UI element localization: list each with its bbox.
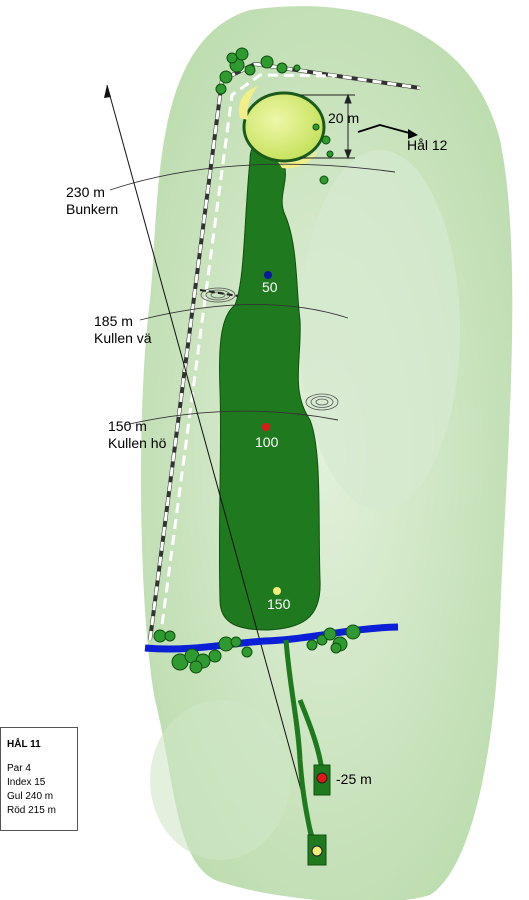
green-bunker — [239, 86, 258, 120]
fairway — [218, 142, 321, 631]
red-tee-label: -25 m — [336, 771, 372, 787]
bunker-name-label: Bunkern — [66, 201, 118, 217]
tree-cluster — [215, 47, 334, 185]
next-hole-label: Hål 12 — [407, 137, 448, 153]
hole-yellow-length: Gul 240 m — [7, 791, 54, 802]
distance-arc-185 — [139, 304, 349, 321]
rough-patch — [300, 150, 460, 510]
marker-50-dot — [264, 271, 272, 279]
green-bunker — [278, 150, 318, 169]
cart-path — [297, 699, 325, 771]
next-hole-arrowhead — [408, 129, 418, 139]
marker-100-dot — [262, 423, 270, 431]
bunker-distance-label: 230 m — [66, 184, 105, 200]
distance-arc-230 — [109, 163, 396, 191]
marker-100-label: 100 — [255, 434, 279, 450]
hole-index: Index 15 — [7, 777, 46, 788]
distance-arc-150 — [124, 410, 339, 426]
hill-right-name-label: Kullen hö — [108, 435, 167, 451]
green-depth-label: 20 m — [328, 110, 359, 126]
tee-marker-red — [316, 772, 328, 784]
marker-150-label: 150 — [267, 596, 291, 612]
next-hole-arrow — [357, 124, 414, 135]
putting-green — [242, 91, 326, 163]
tree-cluster — [153, 624, 361, 674]
cart-path — [283, 639, 315, 841]
aim-arrowhead — [104, 85, 111, 98]
hill-left-distance-label: 185 m — [94, 313, 133, 329]
marker-150-dot — [273, 587, 281, 595]
rough-patch — [150, 700, 290, 860]
hill-left-name-label: Kullen vä — [94, 330, 152, 346]
hill-marker-dash — [199, 289, 239, 297]
marker-50-label: 50 — [262, 279, 278, 295]
green-depth-measure — [300, 93, 355, 160]
hole-red-length: Röd 215 m — [7, 805, 56, 816]
hole-info-box: HÅL 11 Par 4 Index 15 Gul 240 m Röd 215 … — [0, 727, 78, 831]
aim-line — [106, 84, 318, 849]
hill-right — [305, 393, 339, 411]
hole-title: HÅL 11 — [7, 739, 41, 750]
tee-marker-yellow — [311, 845, 323, 857]
hole-par: Par 4 — [7, 763, 31, 774]
hill-right-distance-label: 150 m — [108, 418, 147, 434]
boundary-inner-line — [158, 73, 336, 641]
